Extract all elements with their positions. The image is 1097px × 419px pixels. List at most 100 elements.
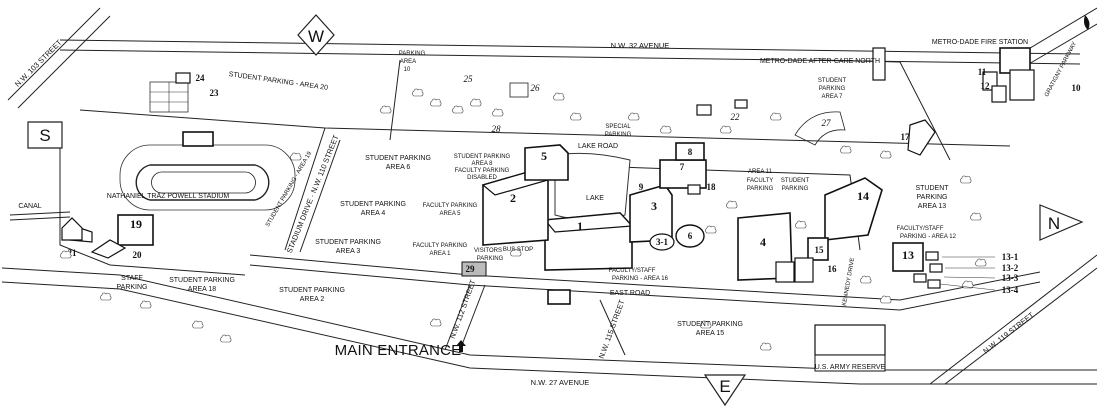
svg-text:DISABLED: DISABLED [467, 175, 497, 181]
svg-text:PARKING: PARKING [819, 86, 846, 92]
svg-text:S: S [39, 126, 50, 145]
svg-text:AREA 5: AREA 5 [439, 211, 461, 217]
svg-text:FACULTY/STAFF: FACULTY/STAFF [609, 268, 656, 274]
building-4-label: 4 [760, 235, 766, 249]
svg-text:FACULTY PARKING: FACULTY PARKING [413, 243, 468, 249]
outer-roads [1, 7, 1097, 385]
building-18-label: 18 [707, 182, 717, 192]
svg-text:13-2: 13-2 [1002, 263, 1019, 273]
marker-icon [1084, 15, 1090, 30]
svg-text:STUDENT PARKING: STUDENT PARKING [279, 287, 345, 294]
svg-text:AREA: AREA [400, 59, 416, 65]
main-entrance-label: MAIN ENTRANCE [335, 342, 462, 359]
army-reserve-label: U.S. ARMY RESERVE [815, 364, 886, 371]
svg-text:STAFF: STAFF [121, 275, 143, 282]
building-3-1-label: 3-1 [656, 237, 668, 247]
canal-label: CANAL [18, 203, 41, 210]
street-kennedy-drive: KENNEDY DRIVE [842, 257, 856, 306]
svg-text:AREA 11: AREA 11 [748, 169, 773, 175]
svg-text:AREA 7: AREA 7 [821, 94, 843, 100]
svg-text:STUDENT PARKING: STUDENT PARKING [454, 154, 511, 160]
stadium: NATHANIEL TRAZ POWELL STADIUM [107, 131, 296, 211]
building-8-label: 8 [688, 147, 693, 157]
street-lake-road: LAKE ROAD [578, 143, 618, 150]
building-20-label: 20 [133, 250, 143, 260]
main-entrance: MAIN ENTRANCE [335, 340, 466, 359]
building-1-label: 1 [577, 219, 583, 233]
svg-text:STUDENT: STUDENT [781, 178, 810, 184]
svg-text:VISITORS: VISITORS [474, 248, 502, 254]
building-24-label: 24 [196, 73, 206, 83]
svg-text:W: W [308, 27, 324, 46]
svg-text:PARKING: PARKING [117, 284, 148, 291]
svg-text:E: E [719, 377, 730, 396]
building-16-label: 16 [828, 264, 838, 274]
lake-label: LAKE [586, 195, 604, 202]
building-19-label: 19 [130, 217, 142, 231]
street-nw-112-street: N.W. 112 STREET [448, 278, 478, 340]
svg-text:PARKING: PARKING [477, 256, 504, 262]
svg-text:STUDENT PARKING: STUDENT PARKING [169, 277, 235, 284]
svg-text:STUDENT PARKING: STUDENT PARKING [340, 201, 406, 208]
building-21-label: 21 [68, 248, 78, 258]
entrance-arrow-icon [456, 340, 466, 352]
svg-text:AREA 2: AREA 2 [300, 296, 325, 303]
street-nw-119-street: N.W. 119 STREET [981, 310, 1036, 355]
building-28-label: 28 [492, 124, 502, 134]
street-nw-115-street: N.W. 115 STREET [597, 298, 627, 360]
building-5-label: 5 [541, 149, 547, 163]
building-14-label: 14 [857, 189, 869, 203]
compass-west: W [297, 14, 335, 56]
building-10-label: 10 [1072, 83, 1082, 93]
building-9-label: 9 [639, 182, 644, 192]
street-nw-32-avenue: N.W. 32 AVENUE [611, 41, 670, 50]
bus-stop-label: BUS STOP [503, 247, 533, 253]
svg-text:STUDENT: STUDENT [915, 185, 949, 192]
svg-text:STUDENT: STUDENT [818, 78, 847, 84]
campus-roads [59, 59, 1041, 356]
svg-text:SPECIAL: SPECIAL [605, 124, 631, 130]
svg-text:AREA 1: AREA 1 [429, 251, 451, 257]
building-29-label: 29 [466, 264, 476, 274]
svg-text:STUDENT PARKING: STUDENT PARKING [365, 155, 431, 162]
compass-south: S [27, 121, 63, 149]
svg-text:STUDENT PARKING - AREA 20: STUDENT PARKING - AREA 20 [228, 71, 328, 92]
svg-text:AREA 15: AREA 15 [696, 330, 725, 337]
svg-text:13-3: 13-3 [1002, 273, 1019, 283]
svg-text:FACULTY PARKING: FACULTY PARKING [455, 168, 510, 174]
building-17-label: 17 [901, 132, 911, 142]
street-nw-27-avenue: N.W. 27 AVENUE [531, 378, 590, 387]
building-3-label: 3 [651, 199, 657, 213]
svg-text:PARKING: PARKING [782, 186, 809, 192]
svg-text:STUDENT PARKING: STUDENT PARKING [677, 321, 743, 328]
street-nw-103-street: N.W. 103 STREET [13, 38, 64, 89]
svg-text:PARKING - AREA 12: PARKING - AREA 12 [900, 234, 957, 240]
fire-station-label: METRO-DADE FIRE STATION [932, 39, 1028, 46]
svg-text:AREA 4: AREA 4 [361, 210, 386, 217]
svg-text:PARKING - AREA 16: PARKING - AREA 16 [612, 276, 669, 282]
building-12-label: 12 [981, 81, 991, 91]
svg-text:AREA 3: AREA 3 [336, 248, 361, 255]
svg-text:10: 10 [404, 67, 411, 73]
building-15-label: 15 [815, 245, 825, 255]
building-22-label: 22 [731, 112, 741, 122]
svg-text:FACULTY: FACULTY [747, 178, 774, 184]
building-26-label: 26 [531, 83, 541, 93]
svg-text:13-1: 13-1 [1002, 252, 1019, 262]
building-2-label: 2 [510, 191, 516, 205]
svg-text:AREA 6: AREA 6 [386, 164, 411, 171]
stadium-label: NATHANIEL TRAZ POWELL STADIUM [107, 193, 230, 200]
svg-text:STUDENT PARKING: STUDENT PARKING [315, 239, 381, 246]
svg-text:13-4: 13-4 [1002, 285, 1019, 295]
street-east-road: EAST ROAD [610, 290, 650, 297]
svg-text:PARKING: PARKING [399, 51, 426, 57]
compass-east: E [703, 374, 747, 407]
svg-text:AREA 8: AREA 8 [471, 161, 493, 167]
svg-text:PARKING: PARKING [747, 186, 774, 192]
svg-text:AREA 13: AREA 13 [918, 203, 947, 210]
buildings: 1 2 3 4 5 6 3-1 7 8 9 18 14 15 [61, 47, 1082, 372]
after-care-label: METRO-DADE AFTER-CARE NORTH [760, 58, 880, 65]
building-23-label: 23 [210, 88, 220, 98]
svg-text:AREA 18: AREA 18 [188, 286, 217, 293]
